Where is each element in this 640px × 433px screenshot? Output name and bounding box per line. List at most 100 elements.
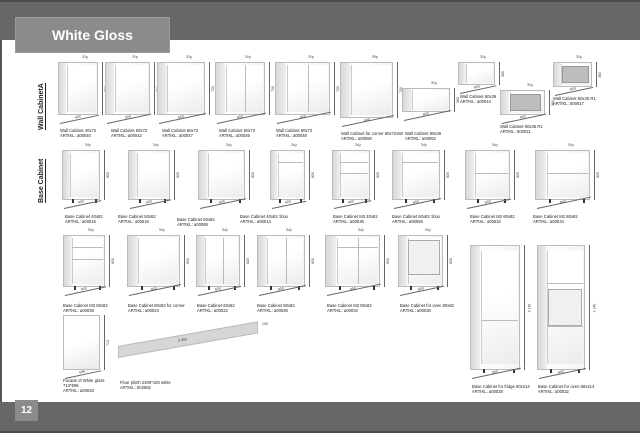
height-dimension-line (154, 62, 155, 115)
leg (476, 199, 479, 203)
height-dimension: 820 (250, 172, 255, 178)
item-article: ARTIKL: a00033 (63, 388, 94, 393)
divider-line (358, 238, 360, 284)
item-name: Base Cabinet M2 80x82 (533, 214, 578, 219)
height-dimension-line (444, 150, 445, 200)
item-article: ARTIKL: a00036 (333, 219, 364, 224)
depth-dimension: 542 (354, 142, 361, 148)
item-article: ARTIKL: a00040 (60, 133, 91, 138)
item-article: ARTIKL: a00052 (405, 136, 436, 141)
leg (513, 369, 516, 373)
cabinet-front (72, 238, 104, 284)
depth-dimension: 316 (576, 54, 583, 60)
height-dimension-line (209, 62, 210, 115)
cabinet-front (138, 238, 178, 284)
depth-dimension: 542 (420, 142, 427, 148)
cabinet-front (412, 89, 449, 111)
width-dimension: 800 (349, 286, 356, 292)
cabinet-drawing (398, 235, 443, 290)
item-article: ARTIKL: a00014 (240, 219, 271, 224)
leg (210, 199, 213, 203)
divider-line (474, 172, 509, 174)
cabinet-drawing (392, 150, 440, 203)
item-size: 713*596 (63, 383, 79, 388)
cabinet-front (208, 152, 244, 198)
leg (279, 199, 282, 203)
cabinet-drawing (215, 62, 265, 115)
leg (549, 199, 552, 203)
cabinet-drawing (470, 245, 520, 373)
item-article: ARTIKL: a00034 (327, 308, 358, 313)
height-dimension-line (309, 150, 310, 200)
item-article: ARTIKL: a00030 (400, 308, 431, 313)
page-number: 12 (15, 400, 38, 421)
cabinet-front (402, 152, 439, 198)
height-dimension-line (184, 235, 185, 287)
item-article: ARTIKL: a00032 (538, 389, 569, 394)
height-dimension-line (594, 150, 595, 200)
depth-dimension: 316 (479, 54, 487, 60)
divider-line (336, 247, 378, 248)
leg (578, 369, 581, 373)
item-article: ARTIKL: a00046 (219, 133, 250, 138)
item-name: Base Cabinet 60x82 (197, 303, 235, 308)
depth-dimension: 542 (84, 142, 91, 148)
height-dimension-line (454, 88, 455, 112)
cabinet-front (267, 238, 304, 284)
depth-dimension: 542 (357, 227, 365, 233)
divider-line (286, 238, 288, 284)
item-name: Base Cabinet M2 60x82 (470, 214, 515, 219)
divider-line (72, 247, 104, 248)
item-article: ARTIKL: a00059 (392, 219, 423, 224)
divider-line (546, 172, 588, 174)
item-name: Wall Cabinet 80x36 (405, 131, 442, 136)
item-article: ARTIKL: a00042 (111, 133, 142, 138)
depth-dimension: 316 (131, 54, 139, 60)
item-article: ARTIKL: a00038 (63, 308, 94, 313)
item-article: ARTIKL: a00028 (472, 389, 503, 394)
depth-dimension: 542 (152, 142, 160, 148)
cabinet-drawing (325, 235, 380, 290)
depth-dimension: 542 (424, 227, 432, 233)
item-article: ARTIKL: 500021 (500, 129, 531, 134)
height-dimension: 820 (175, 172, 180, 178)
cabinet-front (336, 238, 378, 284)
leg (342, 199, 344, 203)
cabinet-drawing (58, 62, 98, 115)
height-dimension: 820 (375, 172, 380, 178)
height-dimension-line (309, 235, 310, 287)
divider-line (72, 258, 104, 260)
height-dimension: 2 140 (592, 303, 597, 312)
height-dimension-line (447, 235, 448, 287)
cabinet-drawing (553, 62, 592, 87)
leg (404, 199, 407, 203)
height-dimension: 820 (445, 172, 450, 178)
height-dimension-line (269, 62, 270, 115)
cabinet-drawing (275, 62, 330, 115)
depth-dimension: 542 (158, 227, 165, 233)
item-article: ARTIKL: a00024 (128, 308, 159, 313)
item-name: Wall Cabinet 80x72 (276, 128, 313, 133)
item-name: Base Cabinet 50x82 (118, 214, 156, 219)
item-name: Base Cabinet 60x82 1box (392, 214, 440, 219)
cabinet-drawing (537, 245, 585, 373)
height-dimension: 820 (448, 258, 453, 264)
cabinet-drawing (63, 315, 100, 370)
cabinet-front (70, 152, 99, 198)
height-dimension-line (244, 235, 245, 287)
height-dimension: 820 (245, 258, 250, 264)
cabinet-drawing (198, 150, 245, 203)
cabinet-drawing (458, 62, 495, 85)
depth-dimension: 316 (81, 54, 89, 60)
